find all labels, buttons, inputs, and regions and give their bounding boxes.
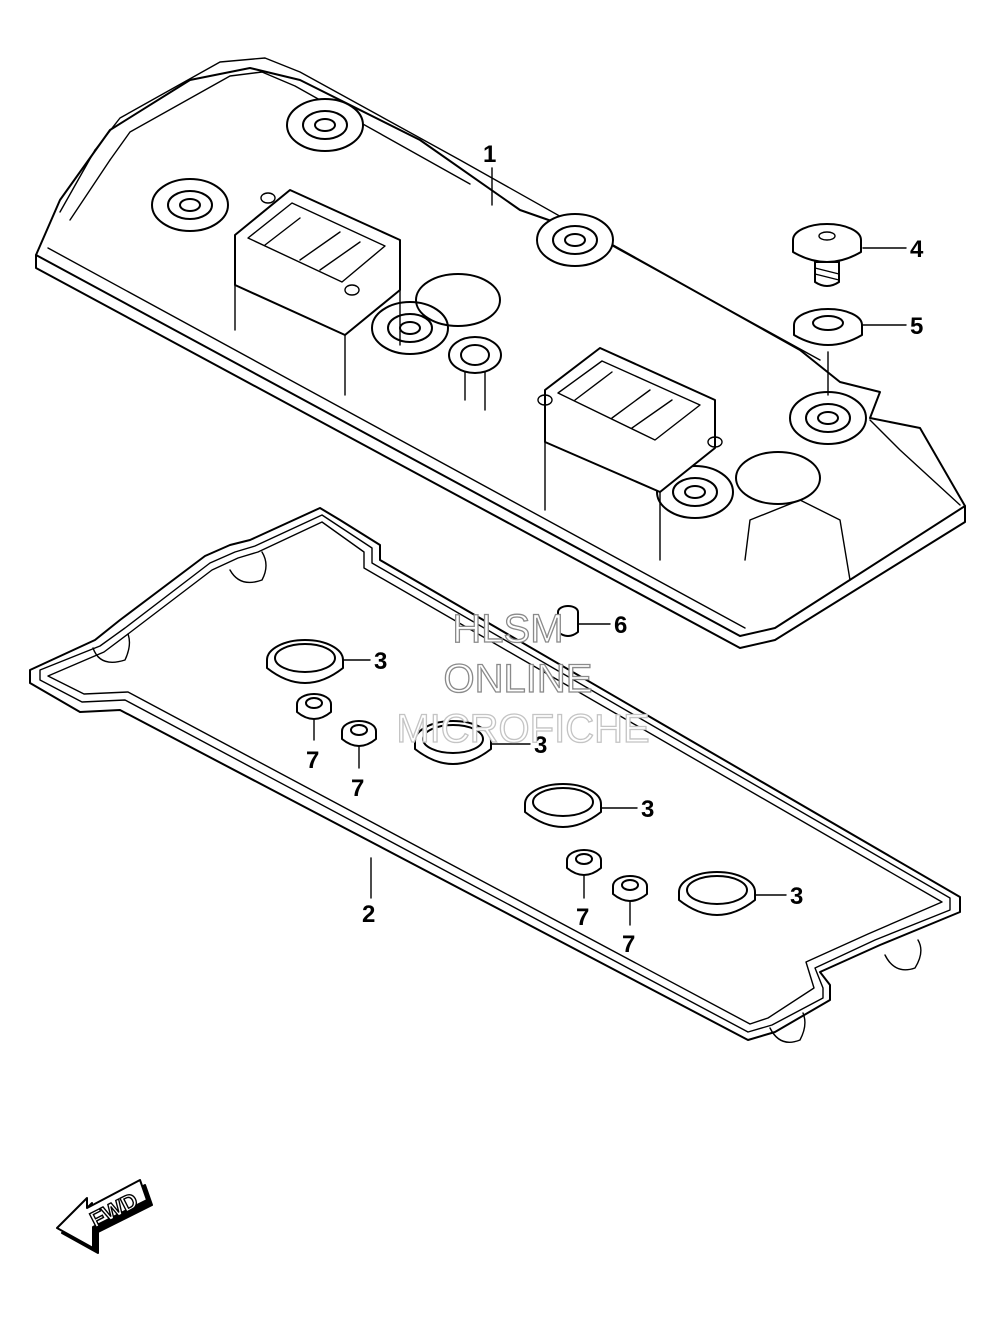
forward-direction-arrow: FWD bbox=[56, 1179, 153, 1254]
callout-3a: 3 bbox=[374, 648, 387, 675]
callout-3c: 3 bbox=[641, 796, 654, 823]
plug-hole-ring-d bbox=[678, 871, 756, 916]
callout-7d: 7 bbox=[622, 931, 635, 958]
callout-4: 4 bbox=[910, 236, 924, 263]
watermark-line-3: MICROFICHE bbox=[396, 707, 649, 751]
callout-7a: 7 bbox=[306, 747, 319, 774]
plug-hole-ring-c bbox=[524, 783, 602, 828]
cylinder-head-cover bbox=[35, 57, 966, 649]
plug-hole-ring-a bbox=[266, 639, 344, 684]
callout-7b: 7 bbox=[351, 775, 364, 802]
watermark: HLSM ONLINE MICROFICHE bbox=[396, 606, 651, 751]
callout-1: 1 bbox=[483, 141, 496, 168]
callout-3b: 3 bbox=[534, 732, 547, 759]
callout-2: 2 bbox=[362, 901, 375, 928]
cover-bolt bbox=[792, 223, 862, 287]
plug-hole-ring-b bbox=[414, 720, 492, 765]
callout-7c: 7 bbox=[576, 904, 589, 931]
callout-3d: 3 bbox=[790, 883, 803, 910]
oil-seal-c bbox=[566, 849, 602, 876]
callout-6: 6 bbox=[614, 612, 627, 639]
callout-5: 5 bbox=[910, 313, 923, 340]
oil-seal-a bbox=[296, 693, 332, 720]
oil-seal-b bbox=[341, 720, 377, 747]
cover-washer bbox=[793, 308, 863, 346]
cover-gasket bbox=[29, 507, 961, 1043]
oil-seal-d bbox=[612, 875, 648, 902]
watermark-line-2: ONLINE bbox=[444, 657, 593, 701]
dowel-pin bbox=[557, 605, 579, 637]
watermark-line-1: HLSM bbox=[452, 607, 563, 651]
